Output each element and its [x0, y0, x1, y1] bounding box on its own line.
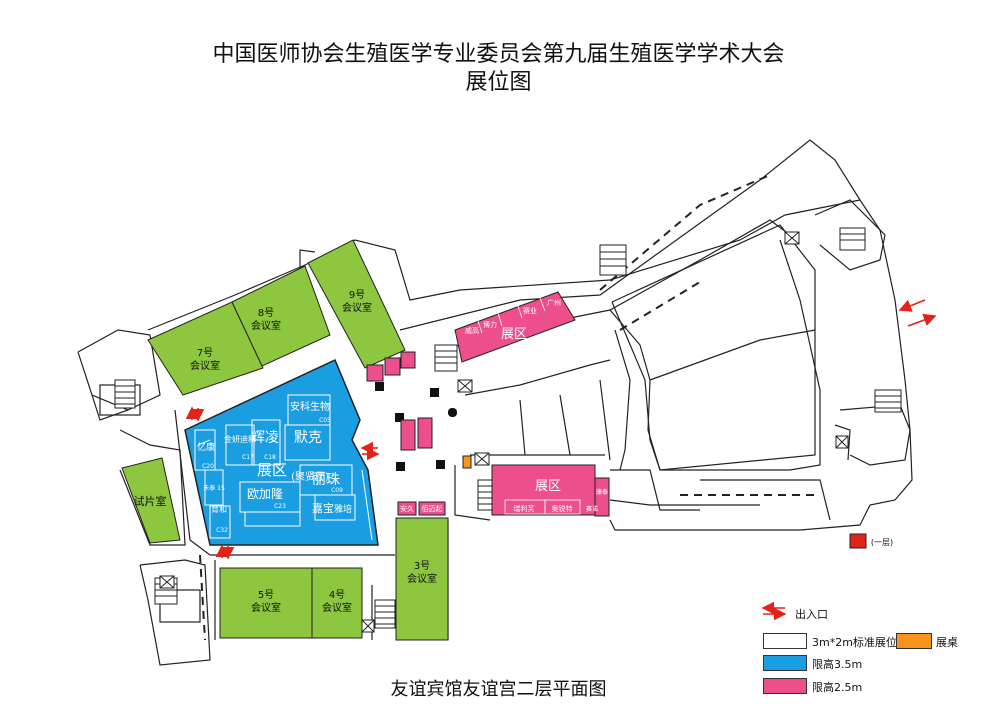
room-5	[219, 567, 313, 639]
legend-h25-label: 限高2.5m	[812, 681, 863, 694]
booth-c32: C32	[216, 527, 228, 534]
booth-small-0: 安久	[400, 504, 414, 513]
legend-standard-swatch	[763, 633, 807, 649]
booth-top-3: 广州	[547, 298, 561, 307]
entrance-arrows	[185, 299, 937, 621]
page-subtitle: 展位图	[465, 70, 532, 95]
legend-h35-label: 限高3.5m	[812, 658, 863, 671]
legend-standard-label: 3m*2m标准展位	[812, 636, 897, 649]
booth-top-0: 威高	[465, 326, 479, 335]
hall-pink-top-label: 展区	[501, 327, 527, 342]
legend-h25-swatch	[763, 678, 807, 694]
floor-tag: (一层)	[871, 538, 893, 547]
booth-huiling: 辉凌	[251, 430, 279, 446]
room-4-name: 4号	[329, 589, 345, 601]
room-5-name: 5号	[258, 589, 274, 601]
booth-oujialong: 欧加隆	[247, 486, 283, 501]
room-7-type: 会议室	[190, 359, 220, 372]
room-9-type: 会议室	[342, 301, 372, 314]
booth-bottom-0: 瑞利芙	[514, 504, 535, 513]
booth-bottom-side: 康泰	[596, 488, 608, 496]
room-8-name: 8号	[258, 307, 274, 319]
booth-jinyan: 金妍迪科	[224, 434, 256, 444]
stair-hatching	[115, 233, 901, 625]
room-7-name: 7号	[197, 347, 213, 359]
lobby-pink-booths	[366, 351, 867, 549]
floor-plan-caption: 友谊宾馆友谊宫二层平面图	[390, 679, 607, 700]
legend-desk-label: 展桌	[936, 636, 958, 649]
room-trial-name: 试片室	[134, 494, 167, 508]
room-9-name: 9号	[349, 289, 365, 301]
room-5-type: 会议室	[251, 601, 281, 614]
booth-bottom-2: 赛诺	[586, 505, 598, 513]
building-walls	[77, 139, 913, 666]
hall-pink-bottom-label: 展区	[535, 479, 561, 494]
room-3-type: 会议室	[407, 572, 437, 585]
legend-entrance-label: 出入口	[795, 608, 828, 621]
room-3-name: 3号	[414, 560, 430, 572]
lobby-pillars	[375, 382, 457, 471]
room-8-type: 会议室	[251, 319, 281, 332]
hall-blue	[184, 358, 379, 546]
booth-yabei: 雅培	[334, 503, 352, 515]
booth-top-1: 博力	[483, 320, 497, 329]
booth-c20: C20	[202, 463, 214, 470]
hall-pink-bottom	[491, 464, 610, 517]
hall-blue-label: 展区	[257, 461, 287, 479]
booth-small: 禾泰 15	[203, 484, 225, 492]
booth-yikang: 亿康	[197, 441, 215, 453]
page-title: 中国医师协会生殖医学专业委员会第九届生殖医学学术大会	[212, 42, 785, 67]
dashed-walls	[199, 174, 820, 641]
room-7	[147, 301, 264, 396]
room-9	[307, 239, 406, 369]
booth-small-1: 佰迈起	[422, 504, 443, 513]
booth-top-2: 赛业	[523, 306, 537, 315]
booth-anke: 安科生物	[290, 400, 330, 413]
room-8	[231, 265, 331, 367]
legend-desk-swatch	[896, 633, 932, 649]
booth-c17: C17	[242, 454, 254, 461]
booth-c05: C05	[319, 417, 331, 424]
booth-lizhu: 丽珠	[312, 472, 340, 488]
hall-pink-top	[454, 291, 576, 363]
orange-desk	[462, 455, 472, 469]
room-3	[395, 517, 449, 641]
booth-c09: C09	[331, 487, 343, 494]
booth-yuhe: 育和	[211, 504, 227, 514]
booth-c18: C18	[264, 454, 276, 461]
room-4	[311, 567, 363, 639]
room-4-type: 会议室	[322, 601, 352, 614]
legend-h35-swatch	[763, 655, 807, 671]
room-trial	[121, 457, 181, 544]
booth-bottom-1: 奥锐特	[552, 504, 573, 513]
hall-blue-sublabel: (聚贤厅)	[291, 471, 329, 483]
booth-muke: 默克	[294, 430, 322, 446]
booth-c23: C23	[274, 503, 286, 510]
booth-jiabao: 嘉宝	[312, 501, 334, 515]
